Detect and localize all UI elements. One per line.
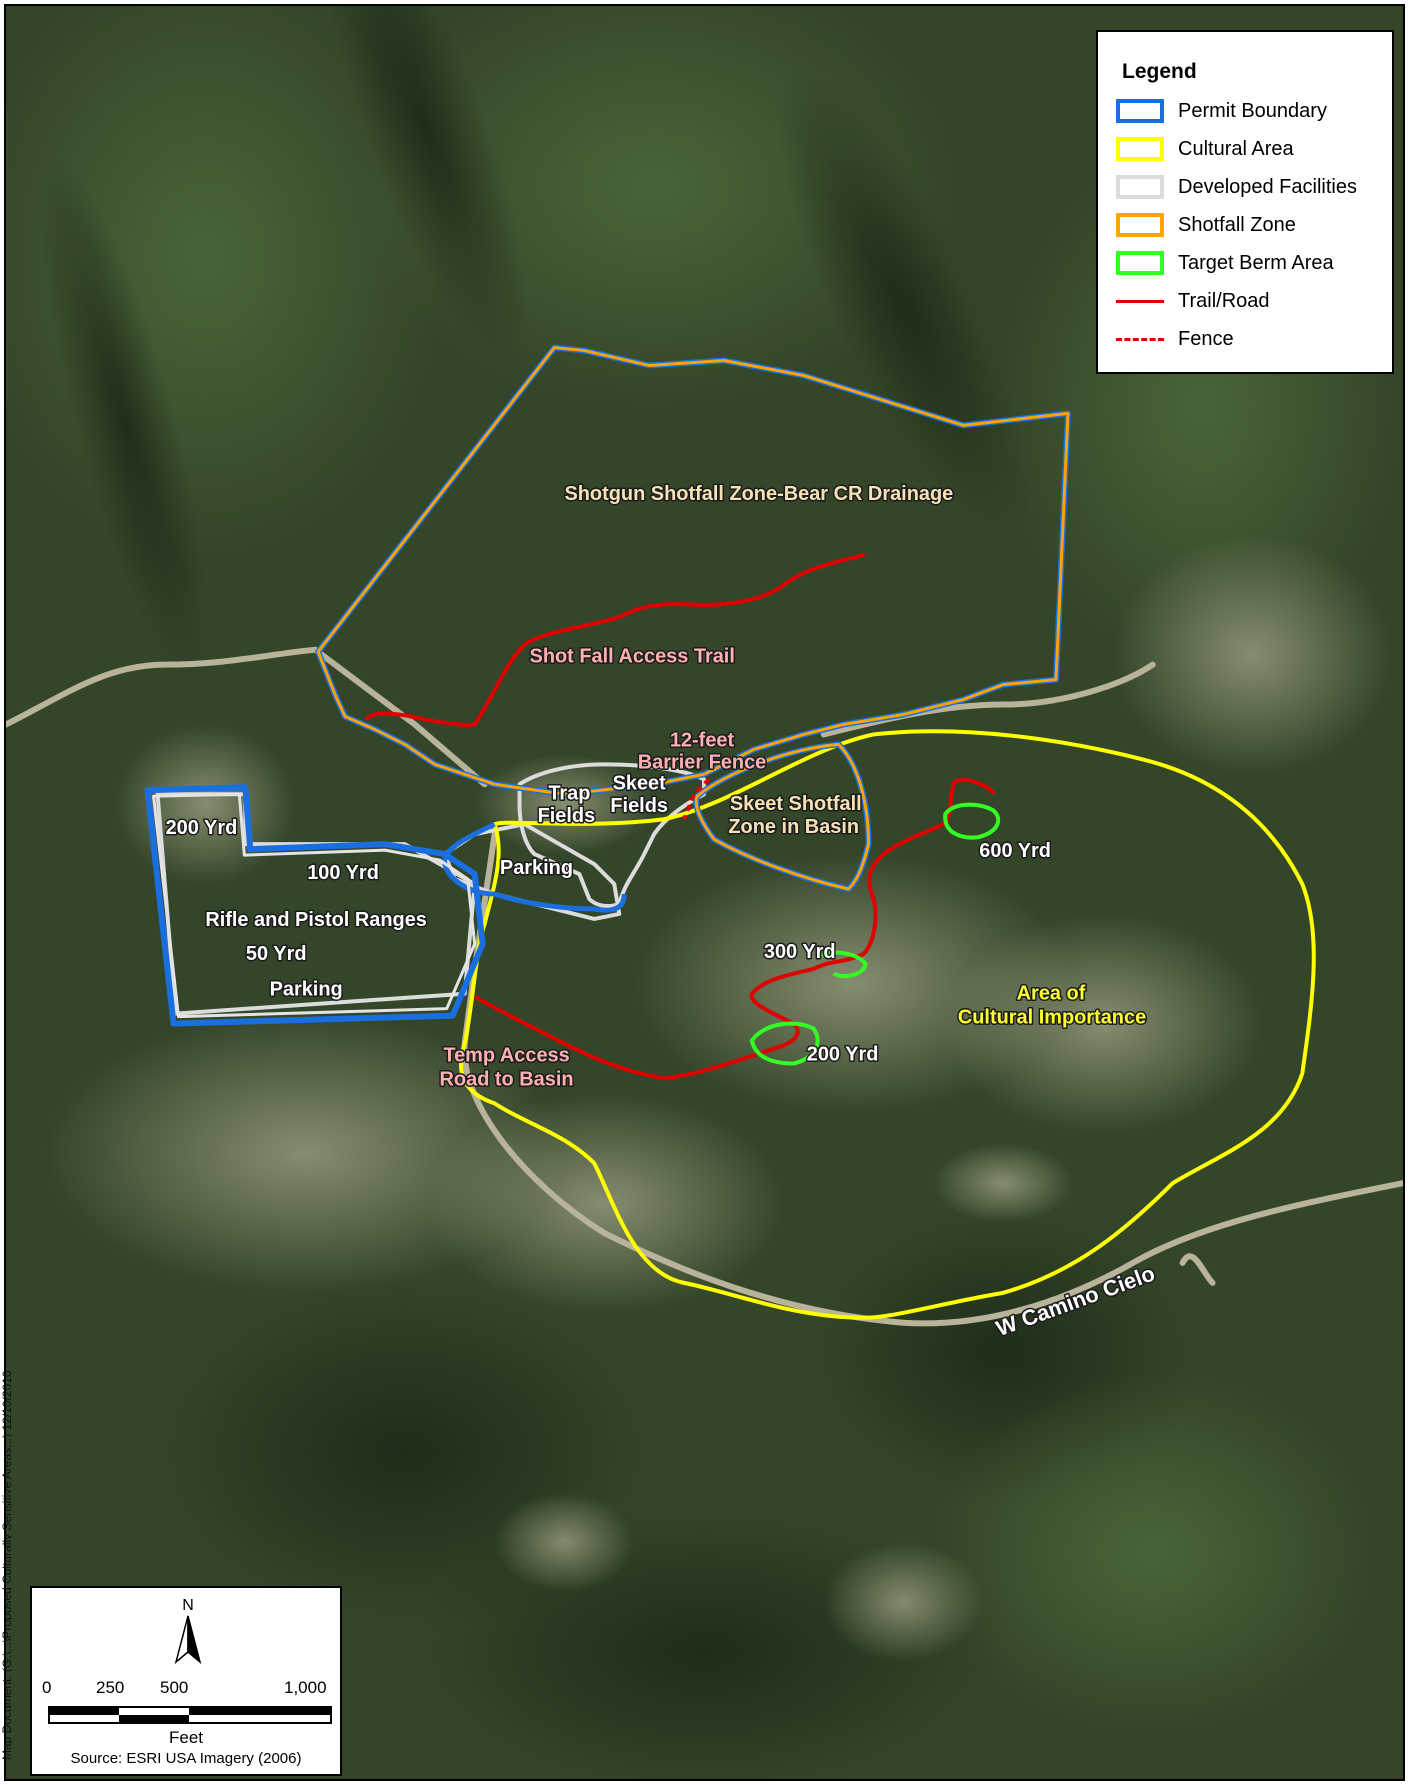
- legend-swatch-box: [1116, 137, 1164, 161]
- scale-tick-250: 250: [96, 1678, 125, 1697]
- scale-tick-500: 500: [160, 1678, 189, 1697]
- berm-600: [943, 802, 1001, 840]
- label-trap-line2: Fields: [538, 805, 596, 827]
- rifle-range-inner: [152, 792, 477, 1019]
- north-label: N: [182, 1597, 194, 1614]
- label-skeet-line1: Skeet: [613, 772, 667, 794]
- berm-200: [749, 1021, 820, 1066]
- label-parking-range: Parking: [270, 979, 343, 1001]
- scale-unit: Feet: [168, 1728, 204, 1747]
- label-temp-road-line1: Temp Access: [443, 1045, 569, 1067]
- legend-swatch-box: [1116, 175, 1164, 199]
- label-cultural-line2: Cultural Importance: [958, 1007, 1146, 1029]
- label-temp-road-line2: Road to Basin: [440, 1068, 574, 1090]
- legend-item: Cultural Area: [1116, 134, 1386, 164]
- legend-label: Trail/Road: [1178, 290, 1270, 312]
- permit-boundary-parking: [442, 821, 627, 913]
- document-path-text: Map Document: (G:\...\Proposed Culturall…: [0, 900, 12, 1770]
- trails: [364, 552, 996, 1081]
- label-50-yrd: 50 Yrd: [246, 943, 307, 965]
- legend-item: Permit Boundary: [1116, 96, 1386, 126]
- target-berms: [749, 802, 1001, 1066]
- legend-title: Legend: [1122, 60, 1197, 83]
- label-shotgun-zone: Shotgun Shotfall Zone-Bear CR Drainage: [564, 483, 953, 505]
- legend-swatch-line: [1116, 300, 1164, 303]
- shot-fall-access-trail: [364, 552, 866, 727]
- legend-label: Fence: [1178, 328, 1234, 350]
- label-parking-main: Parking: [500, 857, 573, 879]
- north-arrow-icon: N: [174, 1597, 202, 1665]
- legend-label: Cultural Area: [1178, 138, 1294, 160]
- legend-item: Shotfall Zone: [1116, 210, 1386, 240]
- cultural-area-boundary: [459, 729, 1316, 1320]
- imagery-source: Source: ESRI USA Imagery (2006): [70, 1750, 302, 1767]
- label-skeet-line2: Fields: [610, 795, 668, 817]
- label-100-yrd: 100 Yrd: [307, 862, 379, 884]
- legend-item: Developed Facilities: [1116, 172, 1386, 202]
- berm-300: [820, 950, 868, 978]
- scale-bar: [48, 1706, 332, 1724]
- legend-label: Permit Boundary: [1178, 100, 1327, 122]
- label-rifle-pistol: Rifle and Pistol Ranges: [205, 909, 427, 931]
- label-shot-fall-trail: Shot Fall Access Trail: [530, 646, 735, 668]
- legend-item: Target Berm Area: [1116, 248, 1386, 278]
- label-cultural-line1: Area of: [1017, 983, 1086, 1005]
- legend-swatch-box: [1116, 213, 1164, 237]
- scale-tick-0: 0: [42, 1678, 52, 1697]
- label-skeet-zone-line2: Zone in Basin: [728, 816, 859, 838]
- scale-box: N 0 250 500 1,000 Feet Source: ESRI USA …: [30, 1586, 342, 1776]
- legend-swatch-dashed-line: [1116, 338, 1164, 341]
- label-fence-line2: Barrier Fence: [638, 751, 767, 773]
- label-200-yrd-east: 200 Yrd: [807, 1044, 879, 1066]
- label-fence-line1: 12-feet: [670, 729, 735, 751]
- rifle-range-boundary: [144, 784, 486, 1027]
- map-labels: Shotgun Shotfall Zone-Bear CR Drainage S…: [164, 482, 1159, 1343]
- scale-tick-1000: 1,000: [284, 1678, 327, 1697]
- legend-swatch-box: [1116, 251, 1164, 275]
- label-300-yrd: 300 Yrd: [764, 941, 836, 963]
- legend-label: Shotfall Zone: [1178, 214, 1296, 236]
- legend-swatch-box: [1116, 99, 1164, 123]
- temp-access-road: [474, 782, 956, 1081]
- label-200-yrd-west: 200 Yrd: [166, 817, 238, 839]
- label-trap-line1: Trap: [548, 782, 590, 804]
- terrain-texture: [6, 6, 1403, 1779]
- legend-item: Fence: [1116, 324, 1386, 354]
- skeet-zone-outline: [694, 742, 871, 891]
- legend-label: Developed Facilities: [1178, 176, 1357, 198]
- document-path: Map Document: (G:\...\Proposed Culturall…: [0, 1370, 12, 1760]
- legend-label: Target Berm Area: [1178, 252, 1334, 274]
- shotfall-zone-outline: [316, 346, 1070, 796]
- legend-item: Trail/Road: [1116, 286, 1386, 316]
- label-skeet-zone-line1: Skeet Shotfall: [730, 793, 862, 815]
- map-frame: Shotgun Shotfall Zone-Bear CR Drainage S…: [4, 4, 1405, 1781]
- label-600-yrd: 600 Yrd: [979, 840, 1051, 862]
